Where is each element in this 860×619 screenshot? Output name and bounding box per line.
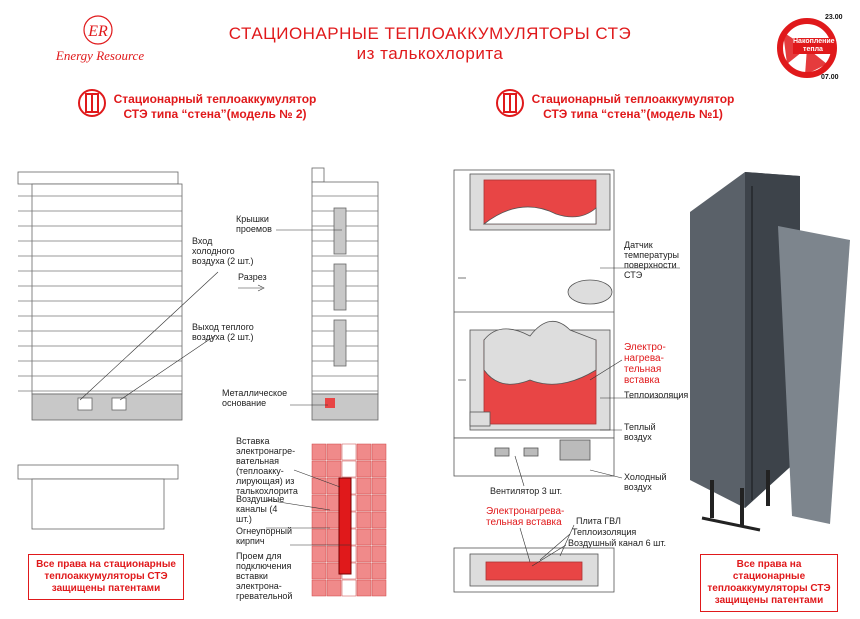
product-photo: [690, 172, 850, 532]
brick-cell: [371, 562, 387, 580]
badge-time-bottom: 07.00: [821, 74, 839, 81]
brick-cell: [371, 477, 387, 495]
brick-cell: [326, 460, 342, 478]
label-metal-base: Металлическое основание: [222, 388, 288, 408]
label-brick: Огнеупорный кирпич: [236, 526, 293, 546]
brick-cell: [371, 494, 387, 512]
svg-text:ER: ER: [87, 23, 108, 40]
brick-cell: [371, 545, 387, 563]
label-warm-air: Выход теплого воздуха (2 шт.): [192, 322, 254, 342]
brick-cell: [311, 511, 327, 529]
brick-cell: [311, 477, 327, 495]
side-section: [311, 167, 379, 421]
patent-note-left: Все права на стационарные теплоаккумулят…: [28, 554, 184, 600]
label-sensor: Датчик температуры поверхности СТЭ: [624, 240, 680, 280]
label-section: Разрез: [238, 272, 267, 282]
page-title: СТАЦИОНАРНЫЕ ТЕПЛОАККУМУЛЯТОРЫ СТЭ из та…: [228, 24, 632, 63]
brick-cell: [371, 443, 387, 461]
logo-text: Energy Resource: [55, 48, 145, 63]
brick-cell: [341, 460, 357, 478]
label-heating-insert: Электро- нагрева- тельная вставка: [624, 342, 666, 386]
patent-note-right: Все права на стационарные теплоаккумулят…: [700, 554, 838, 612]
brick-cell: [356, 494, 372, 512]
label-insulation-2: Теплоизоляция: [572, 527, 637, 537]
heating-core: [338, 477, 352, 575]
brick-cell: [371, 528, 387, 546]
label-insert: Вставка электронагре- вательная (теплоак…: [236, 436, 298, 496]
brick-cell: [356, 511, 372, 529]
brick-cell: [356, 562, 372, 580]
brick-cell: [371, 511, 387, 529]
brick-cell: [341, 579, 357, 597]
brick-section: [311, 443, 387, 597]
brick-cell: [356, 528, 372, 546]
brick-cell: [356, 579, 372, 597]
brick-cell: [371, 460, 387, 478]
section-title-left: Стационарный теплоаккумулятор СТЭ типа “…: [113, 92, 317, 121]
label-air-channels: Воздушные каналы (4 шт.): [236, 494, 285, 524]
brick-cell: [311, 460, 327, 478]
badge-time-top: 23.00: [825, 14, 843, 21]
brick-cell: [356, 477, 372, 495]
brick-cell: [311, 579, 327, 597]
label-air-channel: Воздушный канал 6 шт.: [568, 538, 666, 548]
plan-view: [17, 464, 179, 530]
label-heating-insert-2: Электронагрева- тельная вставка: [486, 506, 565, 528]
brick-cell: [311, 494, 327, 512]
logo-mark-icon: ER: [83, 15, 113, 45]
brick-cell: [311, 562, 327, 580]
brick-cell: [311, 545, 327, 563]
brick-cell: [311, 443, 327, 461]
brick-cell: [356, 460, 372, 478]
label-opening: Проем для подключения вставки электрона-…: [236, 551, 293, 601]
front-elevation: [17, 171, 183, 421]
brick-cell: [326, 579, 342, 597]
model1-section: [453, 169, 615, 477]
label-fan: Вентилятор 3 шт.: [490, 486, 563, 496]
brick-cell: [341, 443, 357, 461]
badge-label: Накопление тепла: [793, 38, 835, 54]
brick-cell: [356, 545, 372, 563]
label-cold-air: Вход холодного воздуха (2 шт.): [192, 236, 254, 266]
label-warm-air-right: Теплый воздух: [624, 422, 656, 442]
brick-cell: [356, 443, 372, 461]
brick-cell: [326, 443, 342, 461]
section-title-right: Стационарный теплоаккумулятор СТЭ типа “…: [531, 92, 735, 121]
brick-cell: [371, 579, 387, 597]
label-cold-air-right: Холодный воздух: [624, 472, 667, 492]
model1-plan: [453, 547, 615, 593]
label-gvl: Плита ГВЛ: [576, 516, 621, 526]
logo: ER Energy Resource: [50, 12, 150, 67]
label-insulation: Теплоизоляция: [624, 390, 689, 400]
heat-accumulation-badge: 23.00 Накопление тепла 07.00: [765, 12, 850, 82]
brick-cell: [311, 528, 327, 546]
label-covers: Крышки проемов: [236, 214, 272, 234]
